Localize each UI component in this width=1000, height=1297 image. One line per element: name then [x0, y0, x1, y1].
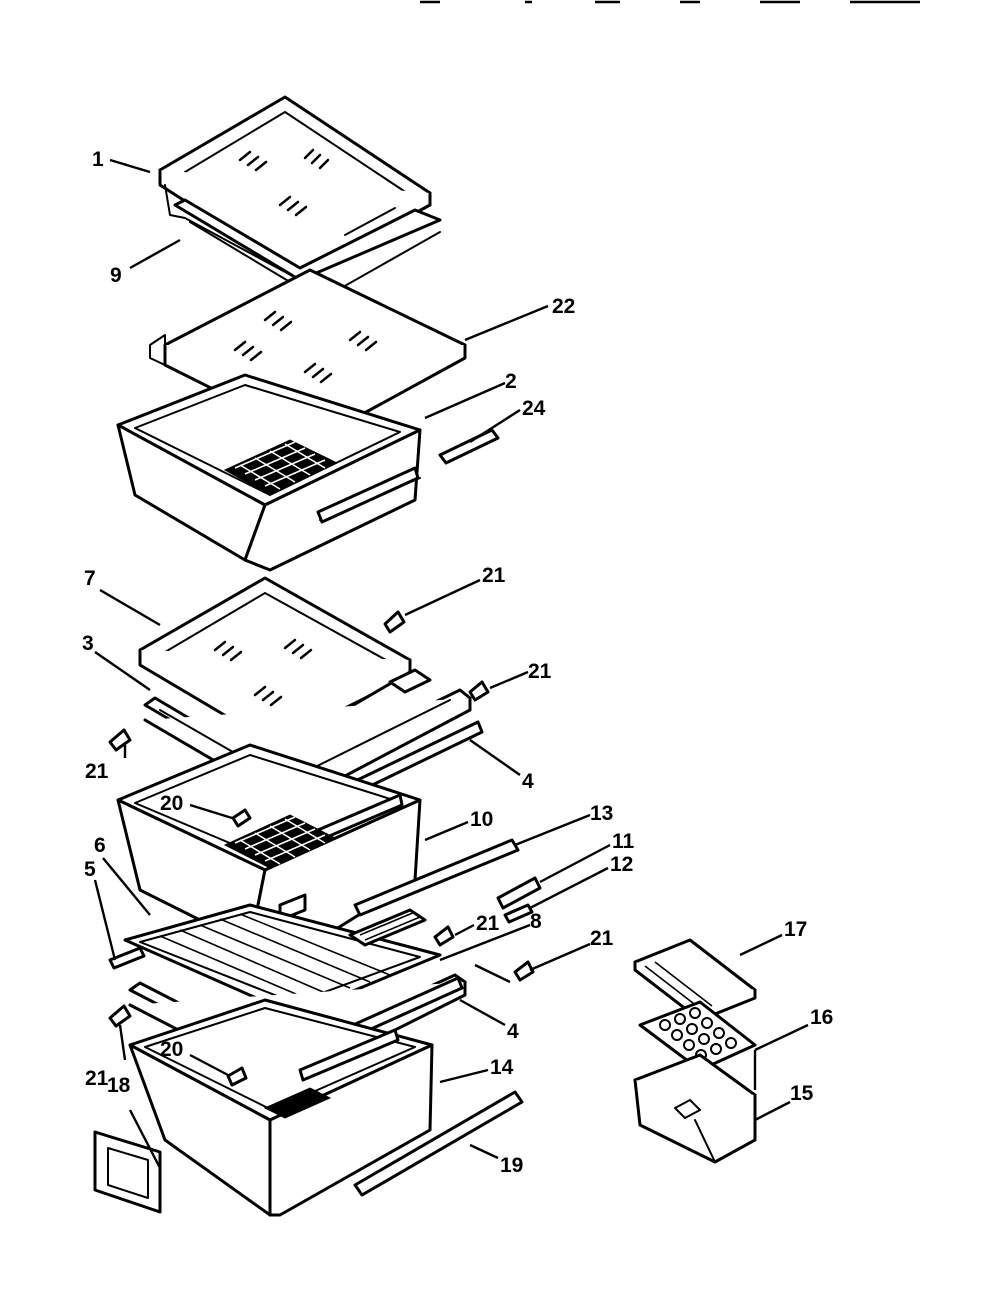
part-20-clip-a: [231, 808, 252, 828]
part-14-crisper-drawer: [128, 998, 434, 1217]
part-1-glass-shelf: [158, 95, 432, 281]
callout-8: 8: [530, 910, 542, 933]
callout-21-f: 21: [85, 1067, 109, 1090]
callout-4-a: 4: [522, 770, 534, 793]
callout-21-a: 21: [482, 564, 506, 587]
part-22-glass-shelf: [149, 268, 467, 442]
callout-21-b: 21: [528, 660, 552, 683]
callout-1: 1: [92, 148, 104, 171]
part-21-clip-f: [108, 1004, 132, 1028]
part-12-slide-bracket: [503, 903, 534, 924]
callout-7: 7: [84, 567, 96, 590]
callout-19: 19: [500, 1154, 523, 1177]
callout-10: 10: [470, 808, 493, 831]
callout-2: 2: [505, 370, 517, 393]
callout-3: 3: [82, 632, 94, 655]
part-11-slide-bracket: [496, 876, 542, 910]
part-20-clip-b: [226, 1066, 248, 1087]
part-24-handle-rod: [438, 428, 500, 465]
part-18-label-plate: [93, 1130, 162, 1214]
callout-21-c: 21: [85, 760, 109, 783]
callout-14: 14: [490, 1056, 514, 1079]
callout-16: 16: [810, 1006, 833, 1029]
callout-18: 18: [107, 1074, 131, 1097]
callout-15: 15: [790, 1082, 814, 1105]
part-21-clip-a: [383, 610, 406, 634]
part-7-glass-shelf: [138, 576, 412, 750]
callout-11: 11: [612, 830, 635, 853]
callout-21-d: 21: [476, 912, 500, 935]
part-15-egg-bin: [633, 1053, 757, 1164]
part-10-crisper-drawer: [116, 743, 422, 972]
leader-lines: [93, 158, 809, 1169]
callout-5: 5: [84, 858, 96, 881]
part-2-crisper-drawer: [116, 373, 422, 572]
callout-13: 13: [590, 802, 613, 825]
part-21-clip-d: [433, 925, 455, 947]
callout-22: 22: [552, 295, 575, 318]
callout-labels: 1 9 22 2 24 7 21 3 21 4 21 20 10 13 11 6…: [82, 148, 833, 1177]
callout-9: 9: [110, 264, 122, 287]
callout-17: 17: [784, 918, 807, 941]
part-16-egg-tray: [638, 1000, 757, 1072]
callout-20-a: 20: [160, 792, 183, 815]
part-21-clip-c: [108, 728, 132, 752]
part-21-clip-e: [513, 960, 535, 982]
part-21-clip-b: [468, 680, 490, 702]
callout-6: 6: [94, 834, 106, 857]
part-8-shelf-insert: [348, 908, 427, 947]
callout-21-e: 21: [590, 927, 614, 950]
callout-24: 24: [522, 397, 546, 420]
part-13-rod: [353, 838, 520, 917]
part-19-handle: [353, 1090, 524, 1197]
callout-12: 12: [610, 853, 633, 876]
part-6-shelf-frame: [123, 903, 442, 1017]
part-5-rail: [108, 946, 146, 970]
callout-4-b: 4: [507, 1020, 519, 1043]
callout-20-b: 20: [160, 1038, 183, 1061]
